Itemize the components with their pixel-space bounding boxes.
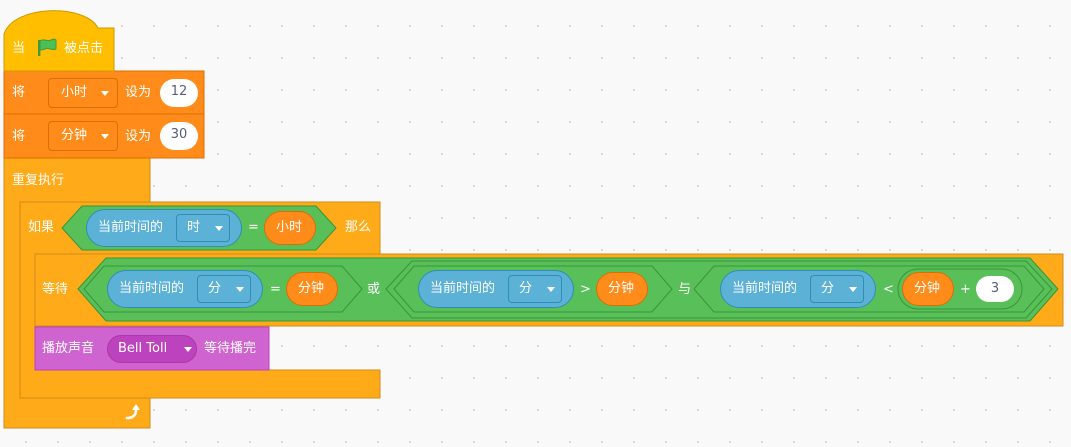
time-unit-dropdown[interactable]: 分: [197, 275, 251, 303]
until-done-label: 等待播完: [204, 341, 257, 356]
current-minute-reporter-3[interactable]: 当前时间的 分: [720, 270, 876, 308]
chevron-down-icon: [849, 287, 857, 292]
time-unit-dropdown[interactable]: 分: [810, 275, 864, 303]
loop-arrow-icon: [125, 404, 140, 420]
current-time-label: 当前时间的: [98, 220, 164, 235]
minute-variable-reporter-label: 分钟: [298, 281, 325, 296]
minute-variable-reporter-label: 分钟: [608, 281, 635, 296]
when-flag-clicked-block[interactable]: [3, 10, 115, 72]
chevron-down-icon: [101, 91, 109, 96]
chevron-down-icon: [101, 134, 109, 139]
hour-value-input[interactable]: 12: [160, 79, 198, 107]
chevron-down-icon: [547, 287, 555, 292]
sound-selector-dropdown[interactable]: Bell Toll: [107, 335, 197, 363]
sound-name: Bell Toll: [118, 341, 168, 356]
chevron-down-icon: [236, 287, 244, 292]
set-hour-to-label: 设为: [125, 85, 152, 100]
time-unit-value: 分: [821, 281, 835, 296]
or-label: 或: [367, 282, 381, 297]
minute-variable-reporter-2[interactable]: 分钟: [596, 272, 648, 306]
hat-clicked-label: 被点击: [64, 41, 104, 56]
if-label: 如果: [28, 220, 55, 235]
minute-variable-reporter-3[interactable]: 分钟: [902, 272, 954, 306]
greater-than-operator: >: [580, 282, 591, 297]
hat-when-label: 当: [12, 41, 26, 56]
current-time-label: 当前时间的: [732, 281, 798, 296]
time-unit-dropdown[interactable]: 分: [508, 275, 562, 303]
plus-operator: +: [960, 282, 971, 297]
less-than-operator: <: [883, 282, 894, 297]
forever-label: 重复执行: [12, 173, 65, 188]
minute-variable-reporter-label: 分钟: [914, 281, 941, 296]
then-label: 那么: [345, 220, 372, 235]
current-time-label: 当前时间的: [119, 281, 185, 296]
current-minute-reporter-1[interactable]: 当前时间的 分: [107, 270, 263, 308]
and-label: 与: [678, 282, 692, 297]
addend-number-input[interactable]: 3: [976, 276, 1014, 302]
equals-operator: =: [270, 282, 281, 297]
time-unit-value: 分: [519, 281, 533, 296]
play-sound-label: 播放声音: [42, 341, 95, 356]
time-unit-value: 时: [187, 220, 201, 235]
hour-variable-reporter[interactable]: 小时: [264, 211, 316, 245]
hour-variable-name: 小时: [61, 85, 88, 100]
equals-operator: =: [248, 220, 259, 235]
minute-variable-dropdown[interactable]: 分钟: [48, 121, 118, 151]
current-hour-reporter[interactable]: 当前时间的 时: [86, 209, 242, 247]
chevron-down-icon: [184, 347, 192, 352]
minute-variable-name: 分钟: [61, 128, 88, 143]
current-time-label: 当前时间的: [430, 281, 496, 296]
minute-variable-reporter-1[interactable]: 分钟: [286, 272, 338, 306]
hour-variable-dropdown[interactable]: 小时: [48, 78, 118, 108]
set-minute-label: 将: [12, 129, 26, 144]
set-minute-to-label: 设为: [125, 129, 152, 144]
current-minute-reporter-2[interactable]: 当前时间的 分: [418, 270, 574, 308]
wait-until-label: 等待: [42, 282, 69, 297]
minute-value-input[interactable]: 30: [160, 122, 198, 150]
time-unit-dropdown[interactable]: 时: [176, 214, 230, 242]
green-flag-icon: [38, 38, 57, 56]
chevron-down-icon: [215, 226, 223, 231]
hour-variable-reporter-label: 小时: [276, 220, 303, 235]
time-unit-value: 分: [208, 281, 222, 296]
set-hour-label: 将: [12, 85, 26, 100]
